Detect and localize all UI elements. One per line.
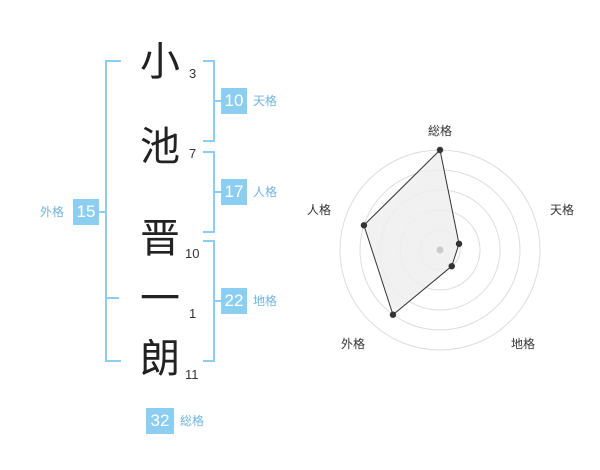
radar-point-1 <box>455 240 463 248</box>
gaikaku-bracket-divider <box>105 297 119 299</box>
radar-axis-label-chikaku: 地格 <box>510 337 535 351</box>
gaikaku-label: 外格 <box>40 205 65 219</box>
gaikaku-bracket-tick <box>93 211 106 213</box>
chikaku-label: 地格 <box>253 294 278 308</box>
radar-point-2 <box>448 262 455 270</box>
radar-axis-label-gaikaku: 外格 <box>340 337 365 351</box>
jinkaku-label: 人格 <box>253 185 278 199</box>
name-char-2: 池 <box>140 124 180 170</box>
tenkaku-tick <box>213 100 221 102</box>
chikaku-tick <box>213 300 221 302</box>
tenkaku-label: 天格 <box>253 94 278 108</box>
chikaku-value-badge: 22 <box>221 288 247 314</box>
radar-axis-label-soukaku: 総格 <box>427 124 452 138</box>
name-char-3: 晋 <box>140 216 180 262</box>
gaikaku-bracket <box>105 60 121 362</box>
stroke-count-2: 7 <box>189 146 197 161</box>
stroke-count-4: 1 <box>189 306 197 321</box>
name-char-5: 朗 <box>140 336 180 382</box>
stroke-count-1: 3 <box>189 66 197 81</box>
jinkaku-value-badge: 17 <box>221 179 247 205</box>
tenkaku-value-badge: 10 <box>221 88 247 114</box>
radar-axis-label-jinkaku: 人格 <box>306 203 331 217</box>
soukaku-value-badge: 32 <box>146 408 174 434</box>
name-char-4: 一 <box>140 276 180 322</box>
jinkaku-tick <box>213 191 221 193</box>
name-char-1: 小 <box>140 39 180 85</box>
stroke-count-3: 10 <box>185 246 200 261</box>
radar-point-4 <box>360 222 368 229</box>
radar-point-3 <box>389 311 397 318</box>
radar-point-0 <box>436 146 444 154</box>
gaikaku-value-badge: 15 <box>73 199 99 225</box>
radar-center <box>436 246 444 254</box>
soukaku-label: 総格 <box>180 414 205 428</box>
radar-chart <box>339 146 541 351</box>
radar-polygon <box>363 148 460 316</box>
radar-axis-label-tenkaku: 天格 <box>549 203 574 217</box>
stroke-count-5: 11 <box>185 367 199 382</box>
